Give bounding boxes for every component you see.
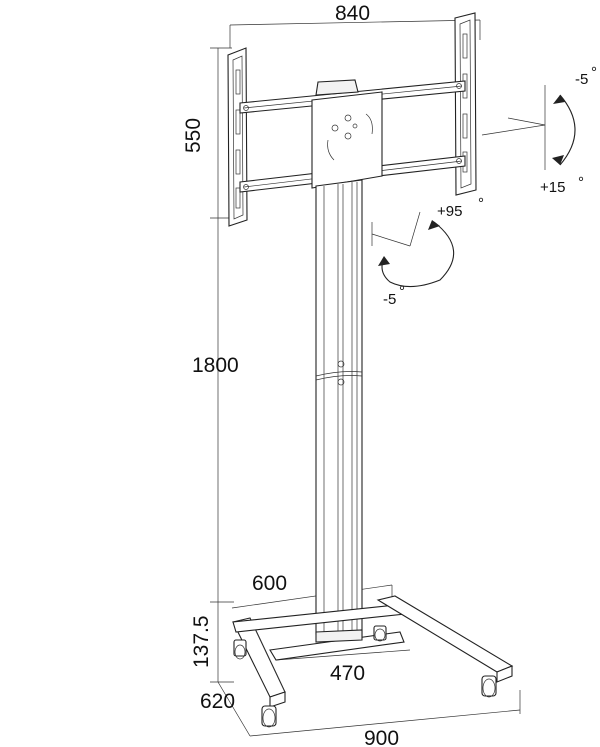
tilt-down-degree: ° (578, 174, 584, 191)
dim-base-inner: 600 (252, 572, 287, 595)
tilt-arrow-down-icon (552, 155, 564, 165)
caster-back-left (233, 639, 247, 660)
dim-height-panel: 550 (182, 118, 205, 153)
rotation-back-label: -5 (383, 291, 396, 308)
rotation-back-degree: ° (399, 283, 405, 300)
caster-front-right (481, 675, 497, 698)
rotation-indicator (371, 211, 455, 288)
caster-front-left (261, 705, 277, 728)
column (315, 179, 363, 637)
dim-base-depth-inner: 470 (330, 662, 365, 685)
dim-base-depth: 620 (200, 690, 235, 713)
tilt-down-label: +15 (540, 179, 565, 196)
center-plate (311, 79, 383, 189)
dim-height-total: 1800 (192, 354, 239, 377)
tilt-indicator (481, 85, 576, 170)
rotation-forward-degree: ° (478, 195, 484, 212)
rotation-arrow-back-icon (378, 256, 390, 266)
dim-base-width: 900 (364, 727, 399, 747)
rotation-forward-label: +95 (437, 203, 462, 220)
rotation-arrow-icon (428, 220, 440, 230)
tilt-up-degree: ° (591, 64, 597, 81)
dimension-lines (210, 19, 521, 737)
caster-back-right (373, 625, 387, 642)
base (232, 595, 514, 728)
dim-width-top: 840 (335, 2, 370, 25)
dim-base-height: 137.5 (190, 615, 213, 668)
tilt-arrow-up-icon (553, 95, 565, 104)
tilt-up-label: -5 (575, 71, 588, 88)
